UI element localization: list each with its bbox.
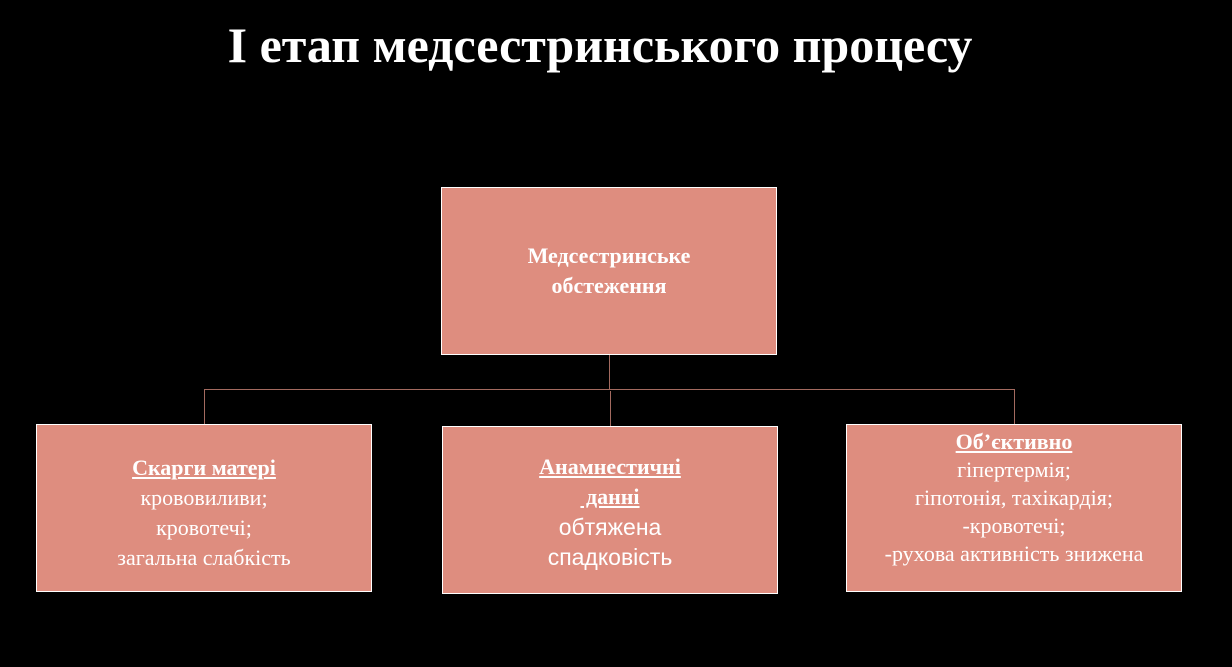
connector-root-vertical	[609, 355, 610, 389]
node-item: -кровотечі;	[962, 513, 1066, 538]
node-heading: данні	[580, 484, 640, 509]
node-heading: Об’єктивно	[955, 429, 1073, 454]
node-item: спадковість	[547, 544, 673, 570]
node-objective: Об’єктивно гіпертермія; гіпотонія, тахік…	[846, 424, 1182, 592]
node-item: гіпотонія, тахікардія;	[914, 485, 1114, 510]
slide-title: І етап медсестринського процесу	[227, 17, 973, 73]
connector-left-vertical	[204, 389, 205, 424]
node-item: гіпертермія;	[957, 457, 1071, 482]
root-node-nursing-examination: Медсестринське обстеження	[441, 187, 777, 355]
root-line: Медсестринське	[527, 243, 691, 268]
root-line: обстеження	[551, 273, 667, 298]
node-item: крововиливи;	[140, 485, 268, 510]
node-mother-complaints: Скарги матері крововиливи; кровотечі; за…	[36, 424, 372, 592]
node-heading: Скарги матері	[132, 455, 276, 480]
node-item: -рухова активність знижена	[884, 541, 1144, 566]
node-item: кровотечі;	[156, 515, 252, 540]
node-heading: Анамнестичні	[539, 454, 681, 479]
connector-middle-vertical	[610, 391, 611, 426]
node-item: обтяжена	[558, 514, 662, 540]
node-item: загальна слабкість	[117, 545, 291, 570]
node-anamnesis: Анамнестичні данні обтяжена спадковість	[442, 426, 778, 594]
connector-horizontal	[204, 389, 1015, 390]
connector-right-vertical	[1014, 389, 1015, 424]
